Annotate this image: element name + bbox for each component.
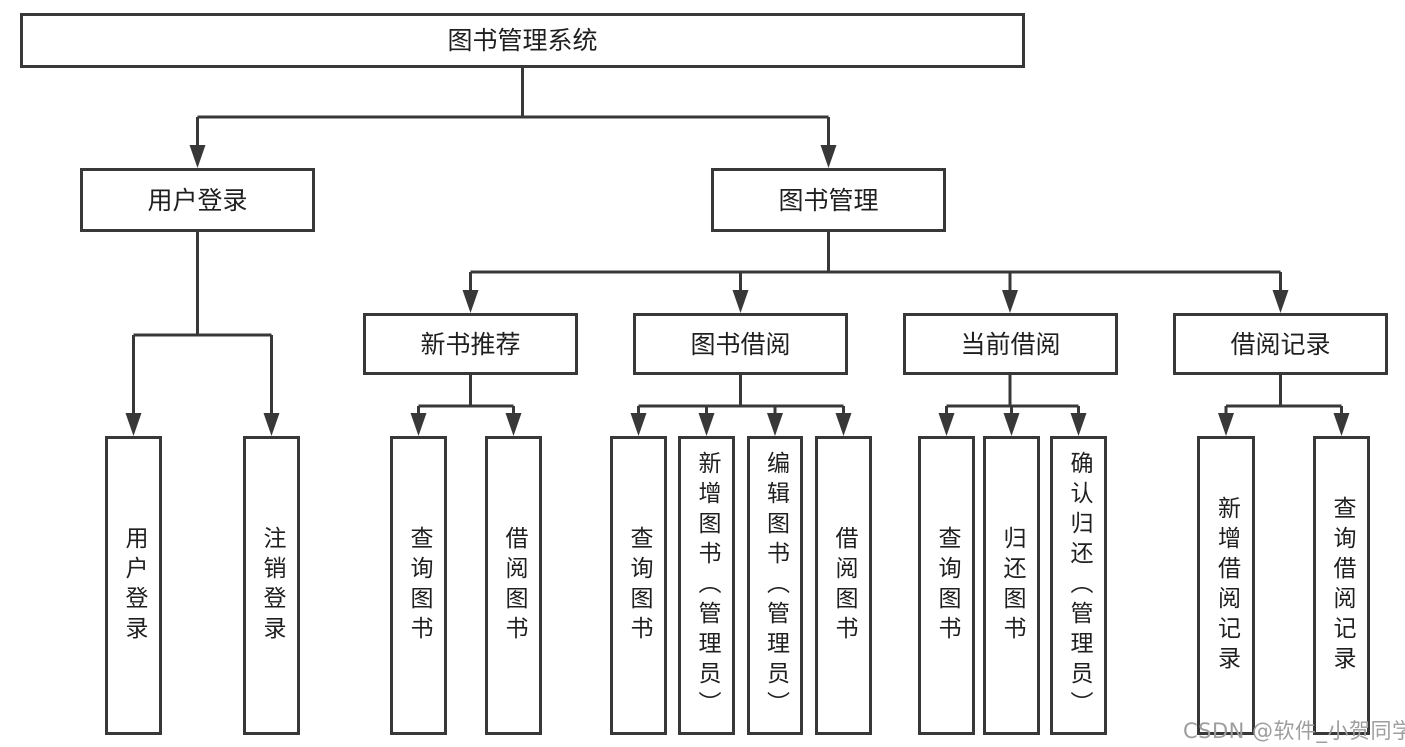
node-book-borrowing: 图书借阅 [633,313,848,375]
node-label: 借阅记录 [1230,329,1331,359]
node-add-books-admin: 新增图书（管理员） [678,436,735,735]
node-label: 用户登录 [147,185,248,215]
node-confirm-return-admin: 确认归还（管理员） [1050,436,1107,735]
node-borrow-books-borrowing: 借阅图书 [815,436,872,735]
node-label: 确认归还（管理员） [1066,450,1092,721]
node-label: 图书管理系统 [447,26,598,55]
node-label: 新增图书（管理员） [694,450,720,721]
node-borrowing-records: 借阅记录 [1173,313,1388,375]
csdn-watermark: CSDN @软件_小贺同学 [1183,719,1405,743]
node-library-management-system: 图书管理系统 [20,13,1025,68]
node-label: 图书管理 [778,185,879,215]
node-label: 当前借阅 [960,329,1061,359]
node-label: 注销登录 [259,525,285,646]
node-label: 查询借阅记录 [1329,495,1355,676]
node-current-borrowing: 当前借阅 [903,313,1118,375]
node-return-books: 归还图书 [983,436,1040,735]
node-query-books-current: 查询图书 [918,436,975,735]
node-label: 借阅图书 [831,525,857,646]
node-query-books-borrowing: 查询图书 [610,436,667,735]
node-label: 查询图书 [406,525,432,646]
node-user-login-action: 用户登录 [105,436,162,735]
node-label: 归还图书 [999,525,1025,646]
node-label: 查询图书 [934,525,960,646]
node-query-books-newbook: 查询图书 [390,436,447,735]
node-label: 编辑图书（管理员） [762,450,789,721]
node-label: 新书推荐 [420,329,521,359]
node-edit-books-admin: 编辑图书（管理员） [747,436,803,735]
node-label: 查询图书 [626,525,652,646]
node-label: 借阅图书 [501,525,527,646]
node-book-management-branch: 图书管理 [711,168,946,232]
node-label: 新增借阅记录 [1213,495,1240,676]
node-label: 图书借阅 [690,329,791,359]
node-user-login-branch: 用户登录 [80,168,315,232]
node-borrow-books-newbook: 借阅图书 [485,436,542,735]
node-label: 用户登录 [121,525,147,646]
node-logout-action: 注销登录 [243,436,300,735]
node-new-book-recommendation: 新书推荐 [363,313,578,375]
node-add-borrow-record: 新增借阅记录 [1197,436,1255,735]
node-query-borrow-record: 查询借阅记录 [1313,436,1370,735]
